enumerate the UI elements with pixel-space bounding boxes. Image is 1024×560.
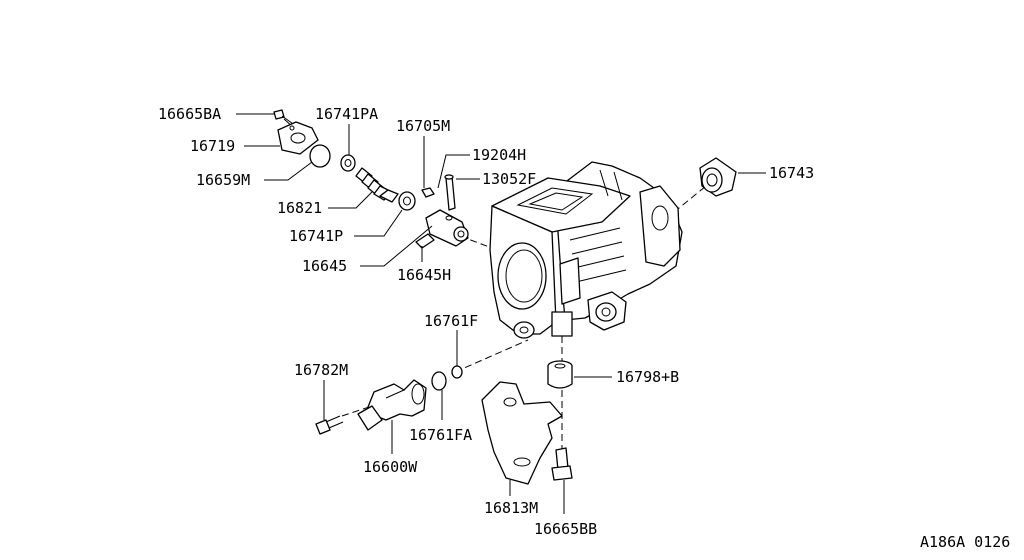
label-16665ba: 16665BA [158, 105, 221, 123]
bolt-16782m [315, 415, 344, 435]
pin-16645h [415, 233, 435, 249]
label-19204h: 19204H [472, 146, 526, 164]
bushing-16743 [699, 157, 737, 197]
label-16782m: 16782M [294, 361, 348, 379]
o-ring-16761f [451, 365, 463, 379]
label-16761fa: 16761FA [409, 426, 472, 444]
figure-code: A186A 0126 [920, 533, 1010, 551]
washer-16741pa [340, 154, 356, 172]
label-16645: 16645 [302, 257, 347, 275]
label-16821: 16821 [277, 199, 322, 217]
label-16665bb: 16665BB [534, 520, 597, 538]
part-labels: 16665BA 16719 16659M 16741PA 16821 16741… [158, 105, 1010, 551]
label-16741p: 16741P [289, 227, 343, 245]
label-16743: 16743 [769, 164, 814, 182]
label-16645h: 16645H [397, 266, 451, 284]
washer-16741p [398, 191, 416, 211]
spacer-16798b [547, 360, 573, 389]
label-16659m: 16659M [196, 171, 250, 189]
label-16813m: 16813M [484, 499, 538, 517]
nut-16705m [421, 187, 435, 198]
label-16741pa: 16741PA [315, 105, 378, 123]
sensor-16600w [357, 379, 427, 431]
spring-16821 [355, 167, 399, 203]
label-13052f: 13052F [482, 170, 536, 188]
label-16705m: 16705M [396, 117, 450, 135]
bolt-16665bb [551, 447, 573, 481]
label-16798b: 16798+B [616, 368, 679, 386]
pin-13052f [444, 174, 456, 211]
label-16719: 16719 [190, 137, 235, 155]
lever-16645 [425, 209, 469, 247]
pump-housing [489, 161, 683, 339]
label-16600w: 16600W [363, 458, 418, 476]
bracket-16813m [481, 381, 563, 485]
o-ring-16659m [309, 144, 331, 168]
label-16761f: 16761F [424, 312, 478, 330]
cover-plate-16719 [277, 121, 319, 155]
leader-lines [236, 113, 766, 514]
o-ring-16761fa [431, 371, 447, 391]
